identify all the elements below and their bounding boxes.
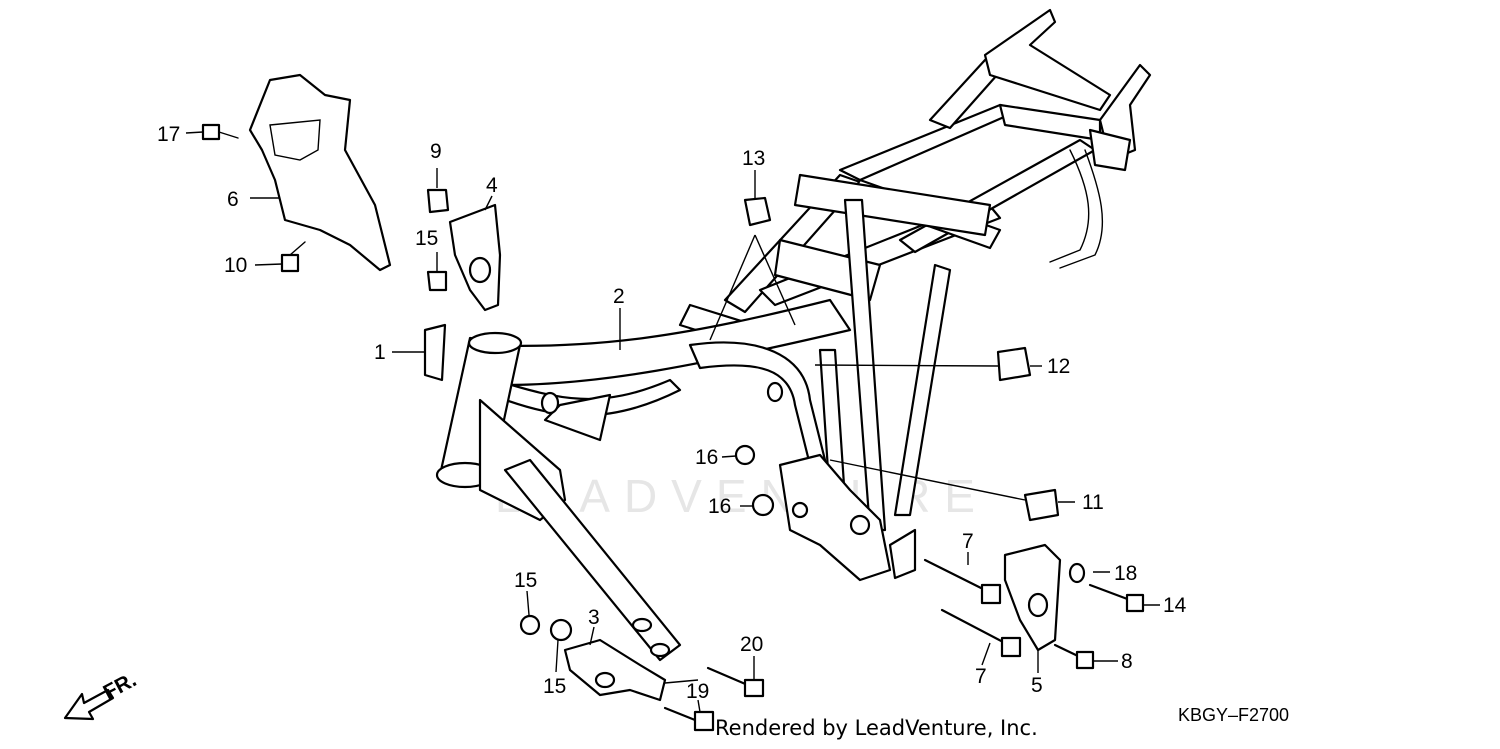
callout-5: 5 (1031, 674, 1043, 697)
nut-15-top (426, 270, 448, 292)
callout-3: 3 (588, 606, 600, 629)
bolt-7-upper (923, 558, 1002, 605)
guard-plate (248, 73, 392, 272)
callout-4: 4 (486, 174, 498, 197)
callout-16-upper: 16 (695, 446, 718, 469)
callout-10: 10 (224, 254, 247, 277)
render-credit: Rendered by LeadVenture, Inc. (715, 716, 1038, 740)
main-frame (435, 8, 1152, 662)
nut-15-lower-a (519, 614, 541, 636)
bolt-20 (706, 666, 765, 698)
clip-12 (996, 346, 1032, 382)
nut-15-lower-b (549, 618, 573, 642)
callout-7-lower: 7 (975, 665, 987, 688)
callout-11: 11 (1082, 491, 1104, 514)
callout-19: 19 (686, 680, 709, 703)
callout-6: 6 (227, 188, 239, 211)
callout-13: 13 (742, 147, 765, 170)
screw-10 (280, 241, 306, 273)
callout-15-top: 15 (415, 227, 438, 250)
bracket-3 (563, 638, 667, 702)
bolt-19 (663, 706, 715, 732)
callout-12: 12 (1047, 355, 1070, 378)
callout-8: 8 (1121, 650, 1133, 673)
callout-1: 1 (374, 341, 386, 364)
nut-16-upper (734, 444, 756, 466)
callout-2: 2 (613, 285, 625, 308)
clamp-1 (423, 323, 447, 382)
callout-labels: 17 6 10 9 15 4 1 2 13 12 11 16 16 15 15 … (157, 123, 1187, 703)
bolt-7-lower (940, 608, 1022, 658)
bracket-4 (448, 203, 502, 312)
callout-15-lower-a: 15 (514, 569, 537, 592)
callout-20: 20 (740, 633, 763, 656)
bolt-14 (1088, 583, 1145, 613)
callout-15-lower-b: 15 (543, 675, 566, 698)
bolt-18 (201, 123, 239, 141)
bolt-8 (1053, 643, 1095, 670)
nut-16-lower (751, 493, 775, 517)
callout-9: 9 (430, 140, 442, 163)
callout-17: 18 (1114, 562, 1137, 585)
nut-9 (426, 188, 450, 214)
diagram-code: KBGY–F2700 (1178, 705, 1290, 725)
leader-lines (185, 131, 1160, 713)
callout-16-lower: 16 (708, 495, 731, 518)
front-direction-arrow: FR. (63, 668, 140, 721)
clip-13 (743, 196, 772, 227)
clip-11 (1023, 488, 1060, 522)
callout-18: 17 (157, 123, 180, 146)
callout-7-upper: 7 (962, 530, 974, 553)
washer-17 (1068, 562, 1086, 584)
callout-14: 14 (1163, 594, 1187, 617)
